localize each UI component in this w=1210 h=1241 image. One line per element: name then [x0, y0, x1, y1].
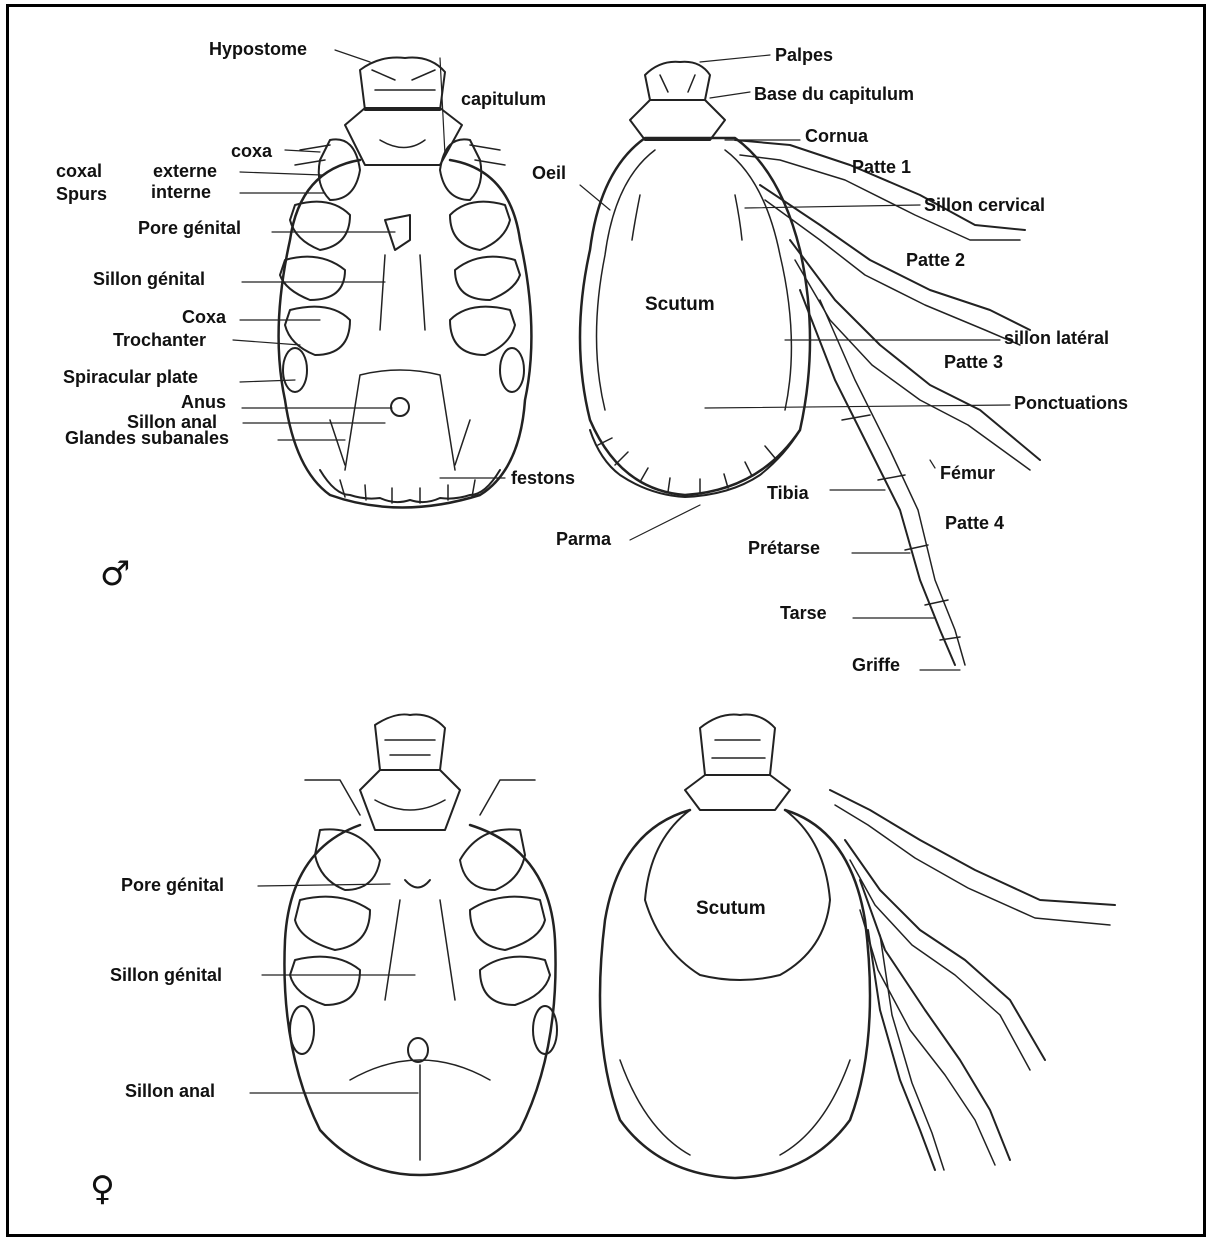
male-coxa-1-left [319, 139, 360, 200]
label-patte-1: Patte 1 [852, 157, 911, 177]
male-spiracular-plate-right [500, 348, 524, 392]
female-spiracular-plate-right [533, 1006, 557, 1054]
label-palpes: Palpes [775, 45, 833, 65]
label-sillon-anal-female: Sillon anal [125, 1081, 215, 1101]
label-patte-2: Patte 2 [906, 250, 965, 270]
label-ponctuations: Ponctuations [1014, 393, 1128, 413]
female-leg-1 [830, 790, 1115, 905]
label-scutum-male: Scutum [645, 295, 715, 315]
female-scutum-outline [645, 810, 830, 980]
female-coxa-1-left [315, 829, 380, 890]
label-coxa: Coxa [182, 307, 226, 327]
label-sillon-genital-male: Sillon génital [93, 269, 205, 289]
male-ventral-body-outline [279, 160, 532, 508]
label-externe: externe [153, 161, 217, 181]
label-pretarse: Prétarse [748, 538, 820, 558]
female-coxa-1-right [460, 829, 525, 890]
male-dorsal-palps [645, 62, 710, 100]
label-capitulum: capitulum [461, 89, 546, 109]
label-sillon-lateral: sillon latéral [1004, 328, 1109, 348]
female-coxa-2-right [470, 897, 545, 950]
label-hypostome: Hypostome [209, 39, 307, 59]
label-tarse: Tarse [780, 603, 827, 623]
male-anus [391, 398, 409, 416]
male-symbol: ♂ [100, 557, 130, 591]
label-oeil: Oeil [532, 163, 566, 183]
female-ventral-view [284, 714, 557, 1175]
label-glandes-subanales: Glandes subanales [65, 428, 229, 448]
label-pore-genital-female: Pore génital [121, 875, 224, 895]
female-coxa-3-left [290, 957, 360, 1005]
female-genital-pore [405, 880, 430, 888]
female-dorsal-view [600, 715, 1115, 1178]
label-griffe: Griffe [852, 655, 900, 675]
female-body-outline [600, 810, 870, 1178]
label-parma: Parma [556, 529, 611, 549]
label-femur: Fémur [940, 463, 995, 483]
female-coxa-2-left [295, 897, 370, 950]
male-dorsal-basis-capituli [630, 100, 725, 140]
male-coxa-3-left [280, 257, 345, 300]
male-scutum-outline [580, 138, 810, 495]
female-leg-2 [845, 840, 1045, 1060]
label-sillon-cervical: Sillon cervical [924, 195, 1045, 215]
label-tibia: Tibia [767, 483, 809, 503]
female-coxa-3-right [480, 957, 550, 1005]
male-coxa-2-right [450, 202, 510, 250]
female-spiracular-plate-left [290, 1006, 314, 1054]
female-ventral-hypostome [375, 714, 445, 770]
male-spiracular-plate-left [283, 348, 307, 392]
male-coxa-3-right [455, 257, 520, 300]
label-coxa-top: coxa [231, 141, 272, 161]
label-cornua: Cornua [805, 126, 868, 146]
female-dorsal-palps [700, 715, 775, 775]
label-coxal: coxal [56, 161, 102, 181]
label-patte-4: Patte 4 [945, 513, 1004, 533]
female-symbol: ♀ [90, 1172, 115, 1206]
label-interne: interne [151, 182, 211, 202]
female-dorsal-basis-capituli [685, 775, 790, 810]
label-sillon-genital-female: Sillon génital [110, 965, 222, 985]
leader-lines [233, 50, 1010, 1093]
male-coxa-4-right [450, 307, 515, 355]
label-anus: Anus [181, 392, 226, 412]
male-coxa-1-right [440, 139, 481, 200]
label-base-capitulum: Base du capitulum [754, 84, 914, 104]
male-leg-3 [790, 240, 1040, 460]
male-ventral-hypostome [360, 58, 445, 111]
label-festons: festons [511, 468, 575, 488]
label-scutum-female: Scutum [696, 899, 766, 919]
label-pore-genital-male: Pore génital [138, 218, 241, 238]
male-leg-1 [735, 140, 1025, 230]
label-trochanter: Trochanter [113, 330, 206, 350]
label-spurs: Spurs [56, 184, 107, 204]
female-anus [408, 1038, 428, 1062]
label-patte-3: Patte 3 [944, 352, 1003, 372]
label-spiracular-plate: Spiracular plate [63, 367, 198, 387]
